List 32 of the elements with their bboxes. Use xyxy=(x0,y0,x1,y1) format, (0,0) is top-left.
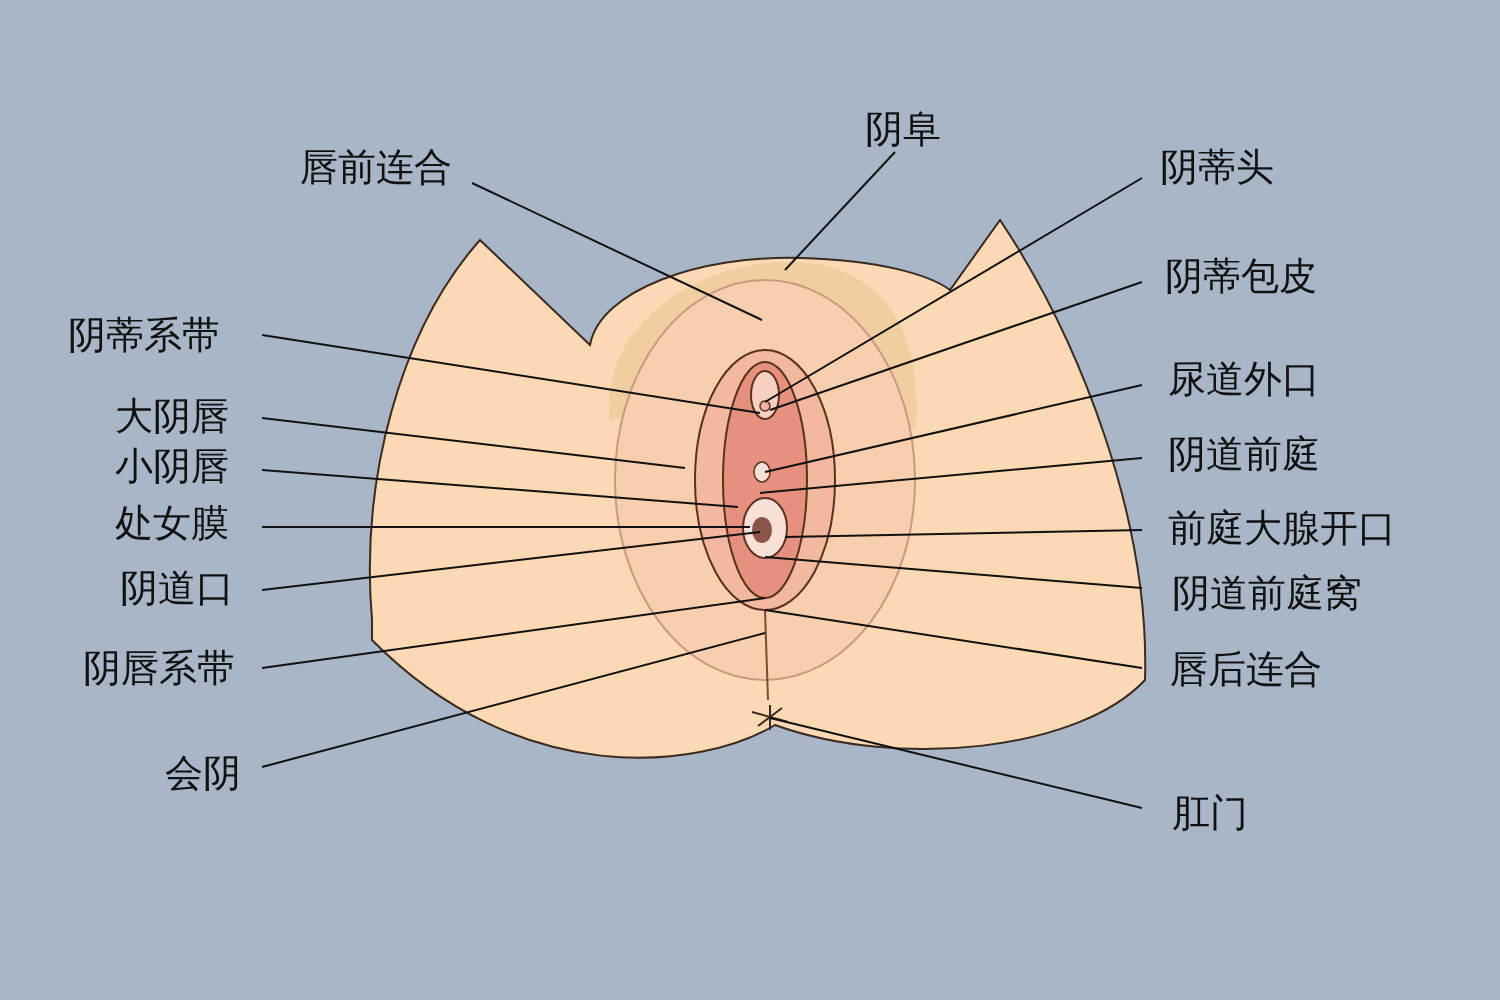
leader-line xyxy=(261,632,766,768)
leader-line xyxy=(261,531,761,591)
leader-line xyxy=(764,177,1143,403)
leader-line xyxy=(261,469,739,508)
part-label: 阴蒂包皮 xyxy=(1165,255,1317,297)
part-label: 会阴 xyxy=(165,752,241,794)
part-label: 肛门 xyxy=(1172,792,1248,834)
part-label: 前庭大腺开口 xyxy=(1168,507,1396,549)
part-label: 阴阜 xyxy=(865,108,941,150)
leader-line xyxy=(261,526,751,528)
leader-line xyxy=(471,182,763,321)
leader-line xyxy=(769,281,1143,411)
leader-line xyxy=(769,717,1143,809)
part-label: 阴唇系带 xyxy=(83,647,235,689)
leader-line xyxy=(784,151,896,271)
part-label: 小阴唇 xyxy=(115,445,229,487)
part-label: 唇前连合 xyxy=(300,146,452,188)
leader-line xyxy=(261,417,686,469)
leader-line xyxy=(261,334,761,414)
part-label: 阴蒂系带 xyxy=(68,314,220,356)
part-label: 阴蒂头 xyxy=(1160,146,1274,188)
part-label: 阴道前庭 xyxy=(1168,433,1320,475)
leader-line xyxy=(759,457,1143,494)
part-label: 阴道口 xyxy=(120,567,234,609)
part-label: 唇后连合 xyxy=(1170,648,1322,690)
leader-line xyxy=(764,384,1143,473)
part-label: 尿道外口 xyxy=(1168,358,1320,400)
part-label: 处女膜 xyxy=(115,502,229,544)
leader-line xyxy=(764,609,1143,669)
leader-line xyxy=(261,597,766,669)
part-label: 阴道前庭窝 xyxy=(1172,572,1362,614)
part-label: 大阴唇 xyxy=(115,395,229,437)
